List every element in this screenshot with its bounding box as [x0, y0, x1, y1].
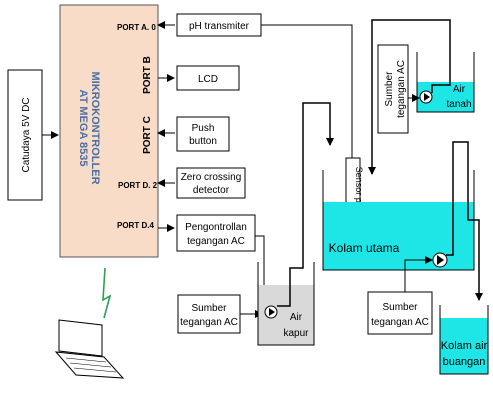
groundwater-pipe	[368, 19, 451, 175]
laptop-key-row-2	[69, 362, 112, 368]
ac-source-2-box	[377, 44, 409, 134]
lime-tank-label-line1: Air	[290, 312, 303, 323]
laptop-key-row-3	[73, 367, 117, 373]
main-pond-water	[323, 202, 474, 270]
ph-transmitter-label: pH transmiter	[189, 21, 250, 32]
lcd-label: LCD	[198, 74, 218, 85]
ph-sensor-label: Sensor pH	[354, 167, 364, 210]
push-button-box	[176, 116, 230, 152]
waste-pond	[439, 305, 489, 375]
microcontroller-title-line1: MIKROKONTROLLER	[89, 71, 101, 184]
lime-pump-arrow-icon	[269, 308, 275, 316]
sensor-to-transmitter-line	[261, 24, 353, 158]
groundwater-label-line1: Air	[453, 84, 466, 95]
lime-tank	[257, 262, 315, 346]
port-d4-label: PORT D.4	[117, 221, 154, 230]
waste-pond-label-line1: Kolam air	[441, 340, 488, 352]
ac-source-3-box	[367, 291, 433, 335]
waste-pond-water	[440, 318, 488, 374]
ac-control-label-line1: Pengontrollan	[185, 222, 247, 233]
zero-crossing-label-line1: Zero crossing	[181, 172, 242, 183]
ac-source-1-box	[177, 294, 241, 334]
ac-source-2-line1: Sumber	[384, 71, 395, 107]
wireless-link-icon	[102, 267, 112, 319]
power-supply-label: Catudaya 5V DC	[21, 97, 32, 172]
power-supply-box	[7, 69, 43, 201]
ac-source-1-line2: tegangan AC	[180, 317, 238, 328]
port-c-label: PORT C	[142, 116, 153, 154]
ac-source-2-line2: tegangan AC	[396, 60, 407, 118]
ac-control-label-line2: tegangan AC	[187, 236, 245, 247]
source3-to-pump-line	[404, 256, 433, 292]
microcontroller-box	[59, 4, 159, 258]
laptop-screen-icon	[58, 319, 103, 357]
control-to-lime-pump-line	[255, 235, 268, 307]
ac-source-3-line1: Sumber	[382, 302, 418, 313]
microcontroller-title-line2: AT MEGA 8535	[77, 89, 89, 166]
ac-source-1-line1: Sumber	[191, 303, 227, 314]
port-b-label: PORT B	[142, 56, 153, 94]
ac-control-box	[176, 214, 256, 252]
push-button-label-line2: button	[189, 136, 217, 147]
waste-pond-label-line2: buangan	[443, 356, 486, 368]
groundwater-pump-arrow-icon	[424, 93, 430, 101]
zero-crossing-box	[176, 167, 246, 199]
ac-source-3-line2: tegangan AC	[371, 317, 429, 328]
port-a0-label: PORT A. 0	[117, 23, 156, 32]
waste-pipe	[446, 141, 483, 301]
lime-tank-label-line2: kapur	[283, 328, 309, 339]
zero-crossing-label-line2: detector	[193, 185, 230, 196]
groundwater-tank	[416, 52, 475, 113]
groundwater-label-line2: tanah	[446, 99, 471, 110]
port-d2-label: PORT D. 2	[118, 181, 158, 190]
main-pond-pump-arrow-icon	[437, 255, 444, 265]
lcd-box	[176, 65, 240, 91]
lime-pipe	[277, 102, 334, 307]
main-pond-label: Kolam utama	[329, 241, 400, 255]
laptop-key-row-1	[65, 357, 107, 363]
push-button-label-line1: Push	[192, 123, 215, 134]
